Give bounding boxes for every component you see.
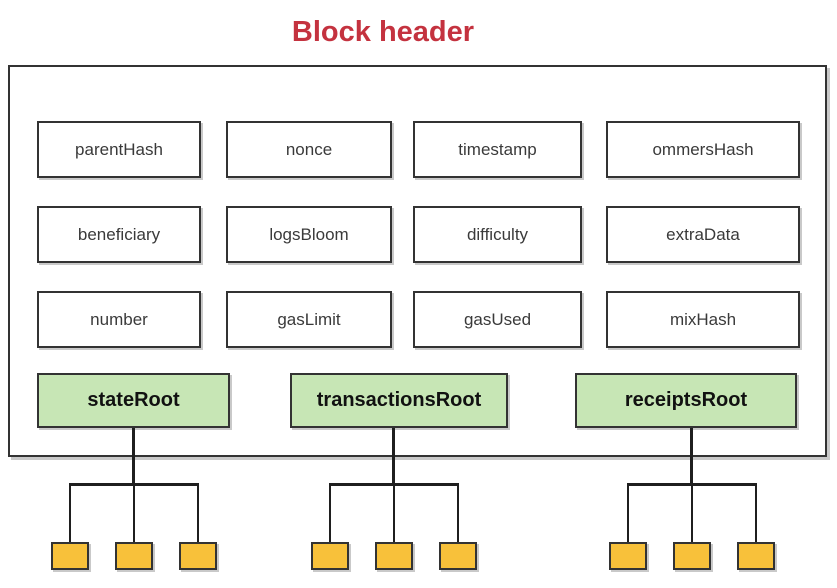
field-timestamp: timestamp (413, 121, 582, 178)
leaf-node (375, 542, 413, 570)
field-difficulty: difficulty (413, 206, 582, 263)
field-number: number (37, 291, 201, 348)
leaf-node (439, 542, 477, 570)
drop-line (329, 484, 331, 542)
drop-line (133, 484, 135, 542)
field-parenthash: parentHash (37, 121, 201, 178)
field-gasused: gasUsed (413, 291, 582, 348)
leaf-node (179, 542, 217, 570)
tree-receiptsroot (609, 428, 775, 570)
trunk-line (132, 428, 135, 484)
leaf-node (673, 542, 711, 570)
field-beneficiary: beneficiary (37, 206, 201, 263)
field-logsbloom: logsBloom (226, 206, 392, 263)
leaf-node (115, 542, 153, 570)
tree-stateroot (51, 428, 217, 570)
field-nonce: nonce (226, 121, 392, 178)
field-ommershash: ommersHash (606, 121, 800, 178)
field-extradata: extraData (606, 206, 800, 263)
drop-line (755, 484, 757, 542)
leaf-node (737, 542, 775, 570)
leaf-node (51, 542, 89, 570)
diagram-title: Block header (291, 16, 475, 48)
leaf-node (609, 542, 647, 570)
root-box-receiptsroot: receiptsRoot (575, 373, 797, 428)
drop-line (393, 484, 395, 542)
drop-line (691, 484, 693, 542)
field-gaslimit: gasLimit (226, 291, 392, 348)
trunk-line (392, 428, 395, 484)
drop-line (197, 484, 199, 542)
trunk-line (690, 428, 693, 484)
drop-line (627, 484, 629, 542)
field-mixhash: mixHash (606, 291, 800, 348)
drop-line (457, 484, 459, 542)
tree-transactionsroot (311, 428, 477, 570)
drop-line (69, 484, 71, 542)
leaf-node (311, 542, 349, 570)
root-box-transactionsroot: transactionsRoot (290, 373, 508, 428)
root-box-stateroot: stateRoot (37, 373, 230, 428)
